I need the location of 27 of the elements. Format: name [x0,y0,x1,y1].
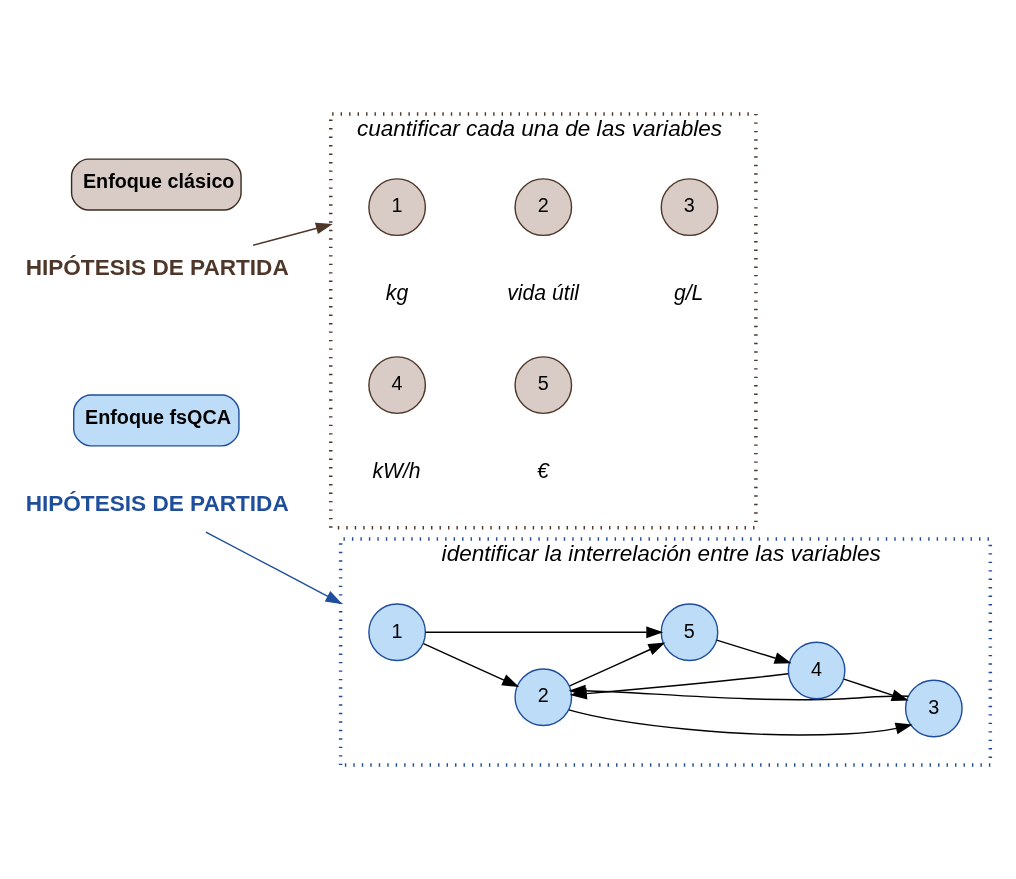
node-circle: 4 [368,356,427,415]
arrow [205,531,343,605]
node-circle: 2 [514,178,573,237]
node-text: HIPÓTESIS DE PARTIDA [25,254,289,280]
arrow [422,642,520,687]
node-circle: 4 [787,641,846,700]
node-circle: 2 [514,668,573,727]
node-label: kW/h [372,458,421,482]
node-text: HIPÓTESIS DE PARTIDA [25,490,289,516]
node-label: g/L [673,280,704,304]
arrow [252,222,333,246]
node-label: kg [385,280,409,304]
arrow [568,709,913,736]
node-circle: 3 [904,679,963,738]
node-circle: 3 [660,178,719,237]
node-label: vida útil [507,280,580,304]
node-circle: 5 [514,356,573,415]
node-circle: 1 [368,603,427,662]
arrow [425,626,664,639]
node-box: Enfoque clásico [70,158,242,211]
arrow [715,639,792,664]
arrow [569,642,666,687]
node-circle: 5 [660,603,719,662]
arrow [843,678,909,701]
node-circle: 1 [368,178,427,237]
node-box: Enfoque fsQCA [73,394,240,447]
node-label: € [536,458,549,482]
